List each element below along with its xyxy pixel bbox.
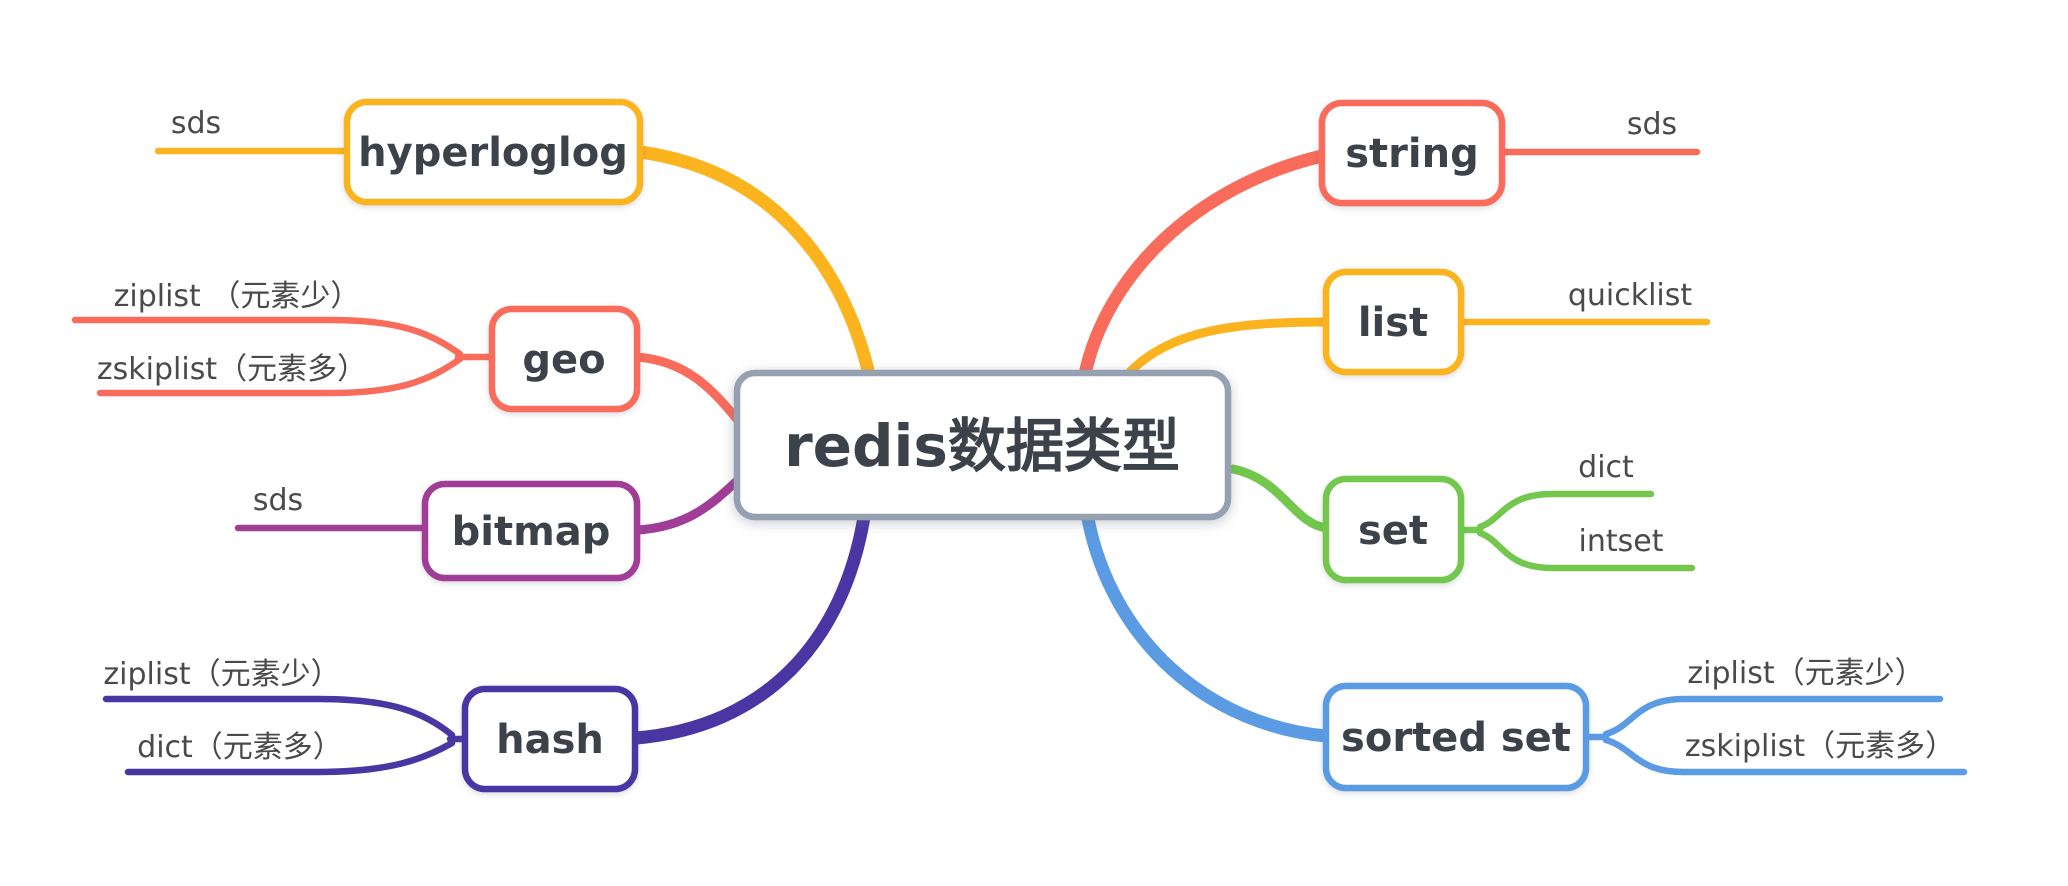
topic-label: geo — [522, 337, 605, 383]
root-topic[interactable]: redis数据类型 — [733, 369, 1232, 521]
subtopic-list-quicklist[interactable]: quicklist — [1457, 278, 1711, 326]
root-topic-box — [733, 369, 1232, 521]
subtopic-geo-ziplist[interactable]: ziplist （元素少） — [71, 279, 464, 358]
subtopic-label: sds — [253, 483, 303, 518]
subtopic-label: intset — [1579, 524, 1664, 559]
subtopic-hyperloglog-sds[interactable]: sds — [154, 106, 351, 155]
topic-box — [1318, 99, 1506, 207]
subtopic-label: sds — [1627, 107, 1677, 142]
subtopic-line — [1476, 490, 1655, 531]
subtopic-label: dict（元素多） — [137, 730, 343, 765]
subtopic-label: sds — [171, 106, 221, 141]
subtopic-label: zskiplist（元素多） — [1685, 729, 1955, 764]
topic-label: hash — [496, 717, 604, 763]
subtopic-sorted-set-ziplist[interactable]: ziplist（元素少） — [1602, 656, 1944, 738]
subtopic-set-dict[interactable]: dict — [1476, 450, 1655, 531]
subtopic-label: ziplist（元素少） — [1687, 656, 1924, 691]
topic-set[interactable]: set — [1322, 475, 1465, 584]
branch-curve-sorted-set — [1081, 512, 1333, 743]
topic-box — [1322, 475, 1465, 584]
topic-label: sorted set — [1341, 715, 1571, 761]
topic-box — [1322, 268, 1465, 376]
subtopic-label: quicklist — [1568, 278, 1693, 313]
subtopic-geo-zskiplist[interactable]: zskiplist（元素多） — [96, 352, 464, 397]
topic-sorted-set[interactable]: sorted set — [1322, 682, 1590, 792]
topic-box — [461, 685, 639, 793]
subtopic-label: ziplist （元素少） — [114, 279, 361, 314]
topic-label: string — [1345, 131, 1478, 177]
subtopic-string-sds[interactable]: sds — [1498, 107, 1701, 156]
subtopic-bitmap-sds[interactable]: sds — [234, 483, 429, 532]
branch-curve-hyperloglog — [633, 145, 876, 381]
branch-curve-list — [1123, 317, 1331, 379]
topic-label: list — [1358, 300, 1428, 346]
topic-hyperloglog[interactable]: hyperloglog — [343, 98, 644, 206]
subtopic-line — [1602, 736, 1968, 776]
subtopic-line — [124, 739, 456, 776]
subtopic-line — [1476, 529, 1696, 572]
subtopic-line — [1602, 695, 1944, 738]
subtopic-line — [71, 316, 464, 358]
subtopic-label: zskiplist（元素多） — [97, 352, 367, 387]
topic-label: bitmap — [452, 509, 611, 555]
topic-box — [343, 98, 644, 206]
topic-hash[interactable]: hash — [461, 685, 639, 793]
topic-label: set — [1358, 508, 1428, 554]
topic-box — [1322, 682, 1590, 792]
subtopic-line — [96, 355, 464, 397]
subtopic-sorted-set-zskiplist[interactable]: zskiplist（元素多） — [1602, 729, 1968, 776]
subtopic-set-intset[interactable]: intset — [1476, 524, 1696, 572]
branch-curve-string — [1078, 149, 1329, 381]
subtopic-line — [102, 695, 456, 739]
subtopic-label: ziplist（元素少） — [103, 657, 340, 692]
topic-box — [488, 305, 641, 413]
topic-list[interactable]: list — [1322, 268, 1465, 376]
branch-curve-hash — [629, 510, 871, 745]
topic-geo[interactable]: geo — [488, 305, 641, 413]
branch-curve-bitmap — [632, 473, 745, 535]
topic-bitmap[interactable]: bitmap — [421, 480, 641, 582]
topic-box — [421, 480, 641, 582]
branch-curve-geo — [632, 352, 746, 429]
topic-label: hyperloglog — [358, 130, 628, 176]
topic-string[interactable]: string — [1318, 99, 1506, 207]
branch-curve-set — [1228, 464, 1331, 533]
subtopic-hash-ziplist[interactable]: ziplist（元素少） — [102, 657, 456, 739]
root-topic-label: redis数据类型 — [784, 412, 1180, 480]
subtopic-label: dict — [1578, 450, 1634, 485]
subtopic-hash-dict[interactable]: dict（元素多） — [124, 730, 456, 776]
